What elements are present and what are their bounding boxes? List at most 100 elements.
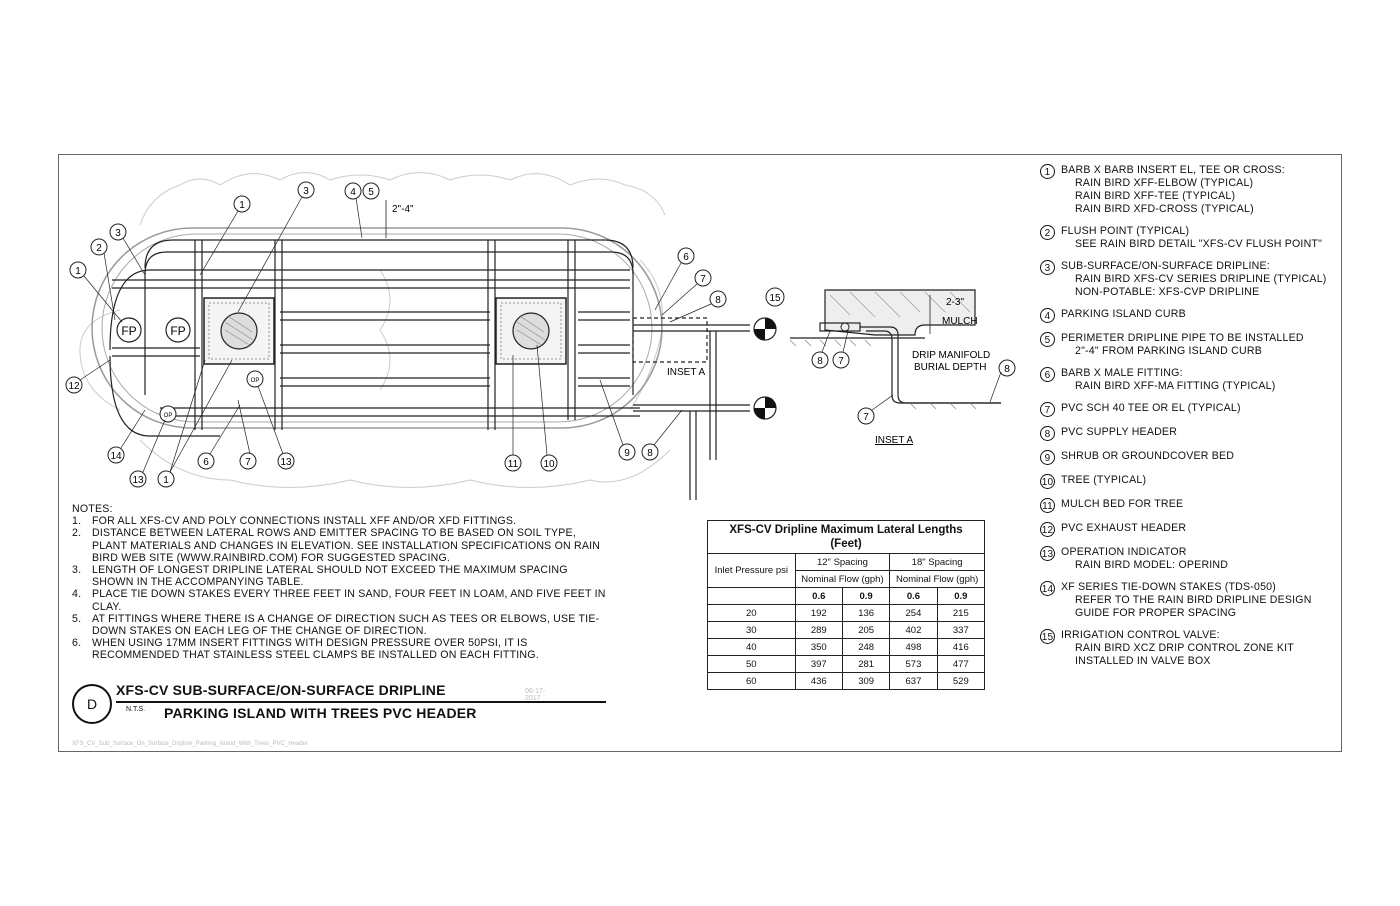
legend-line: PARKING ISLAND CURB [1061,308,1186,320]
control-valve-1 [753,317,777,341]
table-cell: 60 [707,672,796,690]
legend-text: XF SERIES TIE-DOWN STAKES (TDS-050)REFER… [1061,581,1340,620]
detail-letter: D [72,684,112,724]
table-cell: 136 [841,604,891,622]
burial-depth-label: BURIAL DEPTH [914,362,986,373]
svg-text:4: 4 [350,187,356,198]
flush-point-1: FP [116,317,142,343]
table-cell: 254 [889,604,938,622]
legend-line: FLUSH POINT (TYPICAL) [1061,225,1190,237]
nominal-flow-header: Nominal Flow (gph) [794,570,891,588]
detail-title: XFS-CV SUB-SURFACE/ON-SURFACE DRIPLINE [116,682,446,698]
nominal-flow-header: Nominal Flow (gph) [889,570,985,588]
table-cell: 30 [707,621,796,639]
mulch-label: MULCH [942,316,978,327]
table-cell: 637 [889,672,938,690]
svg-text:3: 3 [303,186,309,197]
not-to-scale: N.T.S. [126,706,146,713]
callout-1b: 1 [233,195,251,213]
table-caption: XFS-CV Dripline Maximum Lateral Lengths … [707,520,985,554]
inset-a-detail [789,289,1001,410]
legend-item-5: 5 PERIMETER DRIPLINE PIPE TO BE INSTALLED… [1040,332,1340,358]
svg-text:12: 12 [68,381,80,392]
legend-text: SUB-SURFACE/ON-SURFACE DRIPLINE:RAIN BIR… [1061,260,1340,299]
legend-line: NON-POTABLE: XFS-CVP DRIPLINE [1075,286,1260,298]
callout-12: 12 [65,376,83,394]
legend-item-7: 7 PVC SCH 40 TEE OR EL (TYPICAL) [1040,402,1340,417]
legend-text: PVC SCH 40 TEE OR EL (TYPICAL) [1061,402,1340,417]
callout-6b: 6 [197,452,215,470]
table-cell: 20 [707,604,796,622]
table-cell: 50 [707,655,796,673]
svg-text:6: 6 [203,457,209,468]
svg-text:OP: OP [164,413,173,419]
table-cell: 248 [841,638,891,656]
svg-text:1: 1 [239,200,245,211]
legend-number: 11 [1040,498,1055,513]
svg-text:OP: OP [251,378,260,384]
dripline-rows [109,239,640,437]
control-valve-2 [753,396,777,420]
table-cell: 309 [841,672,891,690]
parking-island-curb-inner [101,233,653,423]
notes-heading: NOTES: [72,503,113,515]
table-cell: 416 [936,638,986,656]
svg-text:8: 8 [1004,364,1010,375]
legend-number: 7 [1040,402,1055,417]
legend-number: 5 [1040,332,1055,347]
inset-a-label-plan: INSET A [667,367,705,378]
lateral-length-table: XFS-CV Dripline Maximum Lateral Lengths … [707,520,986,690]
legend-line: BARB X MALE FITTING: [1061,367,1183,379]
legend-line: REFER TO THE RAIN BIRD DRIPLINE DESIGN [1075,594,1312,606]
callout-6a: 6 [677,247,695,265]
legend-line: OPERATION INDICATOR [1061,546,1187,558]
table-cell: 573 [889,655,938,673]
note-item: 1.FOR ALL XFS-CV AND POLY CONNECTIONS IN… [72,515,517,528]
legend-text: PVC SUPPLY HEADER [1061,426,1340,441]
table-cell: 215 [936,604,986,622]
table-cell: 205 [841,621,891,639]
svg-text:11: 11 [508,459,519,470]
callout-8d: 8 [998,359,1016,377]
svg-text:10: 10 [543,459,555,470]
svg-text:1: 1 [75,266,81,277]
svg-text:5: 5 [368,187,374,198]
legend-line: RAIN BIRD XCZ DRIP CONTROL ZONE KIT [1075,642,1294,654]
svg-text:15: 15 [769,293,781,304]
legend-line: RAIN BIRD MODEL: OPERIND [1075,559,1229,571]
notes-block: NOTES: 1.FOR ALL XFS-CV AND POLY CONNECT… [72,503,612,662]
operation-indicator-1: OP [246,370,264,388]
svg-text:13: 13 [280,457,292,468]
flow-cell: 0.9 [936,587,986,605]
legend-line: PVC SUPPLY HEADER [1061,426,1178,438]
callout-14: 14 [107,446,125,464]
table-cell: 498 [889,638,938,656]
legend-line: BARB X BARB INSERT EL, TEE OR CROSS: [1061,164,1285,176]
callout-7b: 7 [239,452,257,470]
drawing-sheet [58,154,1342,752]
legend-number: 14 [1040,581,1055,596]
callout-9: 9 [618,443,636,461]
note-item: 2.DISTANCE BETWEEN LATERAL ROWS AND EMIT… [72,527,601,564]
svg-text:7: 7 [838,356,844,367]
legend-text: FLUSH POINT (TYPICAL)SEE RAIN BIRD DETAI… [1061,225,1340,251]
callout-8b: 8 [641,443,659,461]
legend-line: PVC EXHAUST HEADER [1061,522,1187,534]
table-row: Inlet Pressure psi 12" Spacing 18" Spaci… [707,553,985,588]
table-cell: 529 [936,672,986,690]
legend-number: 15 [1040,629,1055,644]
legend-line: IRRIGATION CONTROL VALVE: [1061,629,1220,641]
legend-item-14: 14 XF SERIES TIE-DOWN STAKES (TDS-050)REF… [1040,581,1340,620]
table-cell: 281 [841,655,891,673]
table-caption-line2: (Feet) [830,538,862,550]
svg-text:8: 8 [817,356,823,367]
